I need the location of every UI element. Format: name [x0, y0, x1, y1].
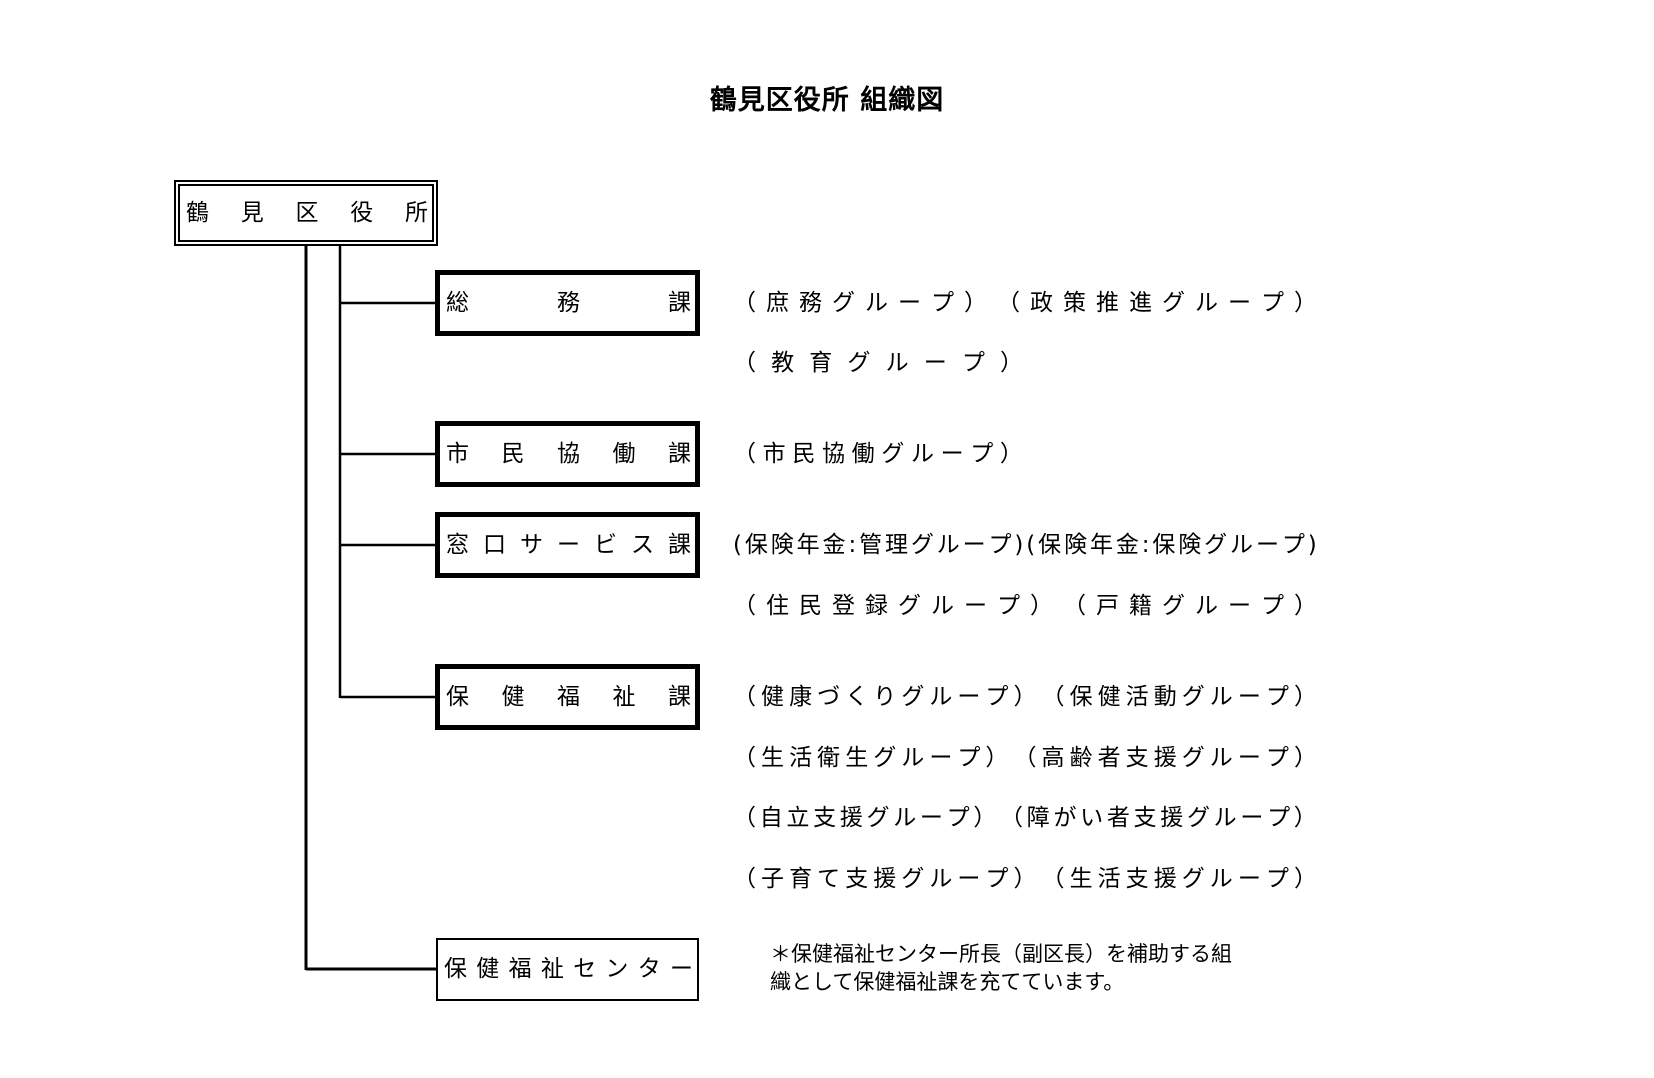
- group-row: （自立支援グループ）（障がい者支援グループ）: [733, 805, 1317, 831]
- diagram-title: 鶴見区役所 組織図: [709, 85, 945, 116]
- dept-box-hoken-fukushi: 保健福祉課: [435, 664, 700, 730]
- center-label: 保健福祉センター: [444, 956, 693, 982]
- group-row: （住民登録グループ）（戸籍グループ）: [733, 593, 1317, 619]
- footnote-line: 織として保健福祉課を充てています。: [770, 970, 1125, 994]
- root-box-tsurumi-ward-office: 鶴見区役所: [174, 180, 438, 246]
- group-row: （健康づくりグループ）（保健活動グループ）: [733, 684, 1317, 710]
- footnote: ＊保健福祉センター所長（副区長）を補助する組 織として保健福祉課を充てています。: [770, 940, 1290, 996]
- dept-box-madoguchi-service: 窓口サービス課: [435, 512, 700, 578]
- group-row: （庶務グループ）（政策推進グループ）: [733, 290, 1317, 316]
- dept-label: 市民協働課: [446, 440, 691, 467]
- group-row: （生活衛生グループ）（高齢者支援グループ）: [733, 745, 1317, 771]
- dept-label: 保健福祉課: [446, 683, 691, 710]
- group-row: （教育グループ）: [733, 350, 1023, 376]
- center-box-hoken-fukushi-center: 保健福祉センター: [436, 938, 699, 1001]
- group-row: （子育て支援グループ）（生活支援グループ）: [733, 866, 1317, 892]
- footnote-line: ＊保健福祉センター所長（副区長）を補助する組: [770, 942, 1232, 966]
- root-label: 鶴見区役所: [186, 199, 428, 226]
- dept-label: 窓口サービス課: [446, 531, 691, 558]
- dept-box-soumu: 総務課: [435, 270, 700, 336]
- group-row: (保険年金:管理グループ)(保険年金:保険グループ): [733, 532, 1317, 558]
- dept-box-shimin-kyoudou: 市民協働課: [435, 421, 700, 487]
- dept-label: 総務課: [446, 289, 691, 316]
- group-row: （市民協働グループ）: [733, 441, 1023, 467]
